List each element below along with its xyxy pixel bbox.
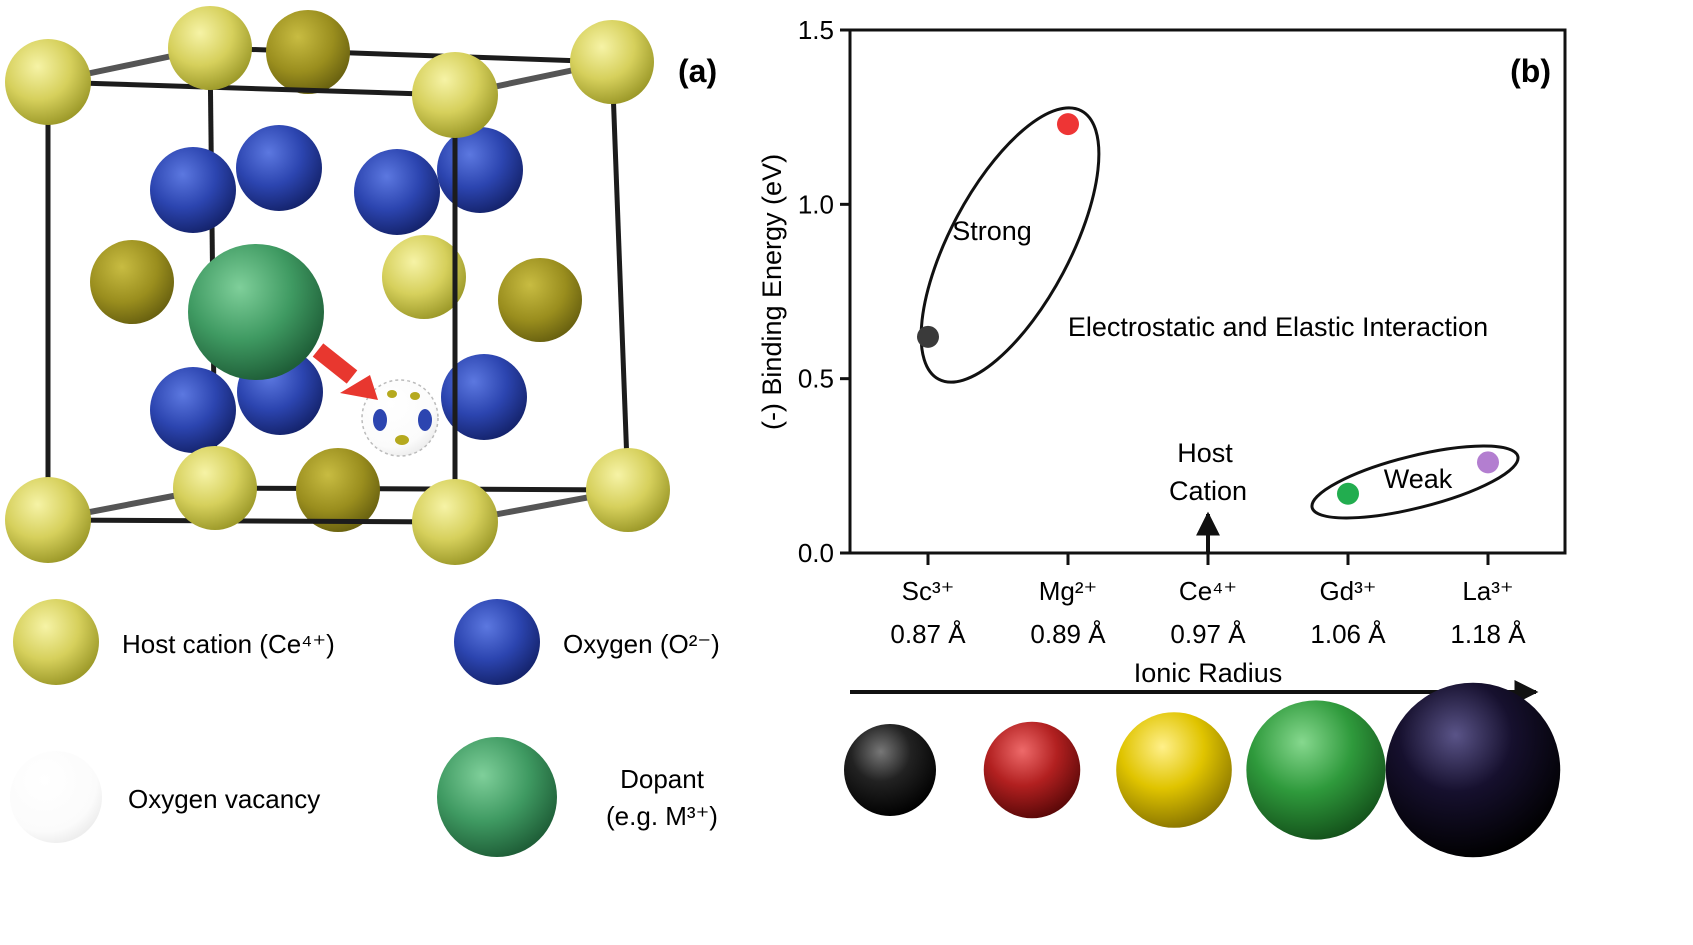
- data-point: [1337, 482, 1359, 505]
- y-tick-label: 0.0: [798, 538, 834, 568]
- host-cation-atom: [173, 446, 257, 530]
- legend-dopant-label-line1: Dopant: [620, 764, 705, 794]
- host-cation-atom: [412, 52, 498, 138]
- legend-dopant-label-line2: (e.g. M³⁺): [606, 801, 718, 831]
- ion-size-sphere: [1385, 682, 1561, 858]
- strong-annotation: Strong: [952, 216, 1032, 246]
- x-tick-radius-label: 1.06 Å: [1310, 619, 1386, 649]
- panel-a-crystal: [5, 6, 670, 565]
- x-tick-radius-label: 1.18 Å: [1450, 619, 1526, 649]
- panel-b-label: (b): [1510, 53, 1551, 89]
- data-point: [917, 325, 939, 348]
- migration-arrow: [312, 343, 378, 400]
- y-tick-label: 0.5: [798, 364, 834, 394]
- legend-vacancy-swatch: [10, 751, 102, 843]
- x-tick-ion-label: Ce⁴⁺: [1179, 576, 1237, 606]
- dopant-atom: [188, 244, 324, 380]
- x-tick-ion-label: Sc³⁺: [902, 576, 955, 606]
- legend-vacancy-label: Oxygen vacancy: [128, 784, 320, 814]
- weak-annotation: Weak: [1384, 464, 1453, 494]
- weak-group-ellipse: [1310, 444, 1520, 520]
- legend-host-cation-swatch: [13, 599, 99, 685]
- x-tick-ion-label: La³⁺: [1462, 576, 1513, 606]
- ion-size-sphere: [844, 724, 936, 816]
- y-axis: 0.0 0.5 1.0 1.5: [798, 15, 850, 568]
- x-tick-ion-label: Gd³⁺: [1319, 576, 1376, 606]
- host-cation-atom: [382, 235, 466, 319]
- x-axis-label: Ionic Radius: [1134, 658, 1283, 688]
- oxygen-atom: [236, 125, 322, 211]
- interaction-annotation: Electrostatic and Elastic Interaction: [1068, 312, 1488, 342]
- x-tick-ion-label: Mg²⁺: [1039, 576, 1098, 606]
- oxygen-atom: [150, 147, 236, 233]
- oxygen-atom: [441, 354, 527, 440]
- legend-oxygen-label: Oxygen (O²⁻): [563, 629, 720, 659]
- y-tick-label: 1.5: [798, 15, 834, 45]
- host-cation-atom: [296, 448, 380, 532]
- host-cation-atom: [498, 258, 582, 342]
- host-cation-atom: [570, 20, 654, 104]
- data-point: [1477, 451, 1499, 474]
- plot-frame: [848, 28, 1567, 555]
- ion-size-spheres: [844, 682, 1561, 858]
- y-tick-label: 1.0: [798, 189, 834, 219]
- host-cation-atom: [412, 479, 498, 565]
- host-cation-annotation-line2: Cation: [1169, 476, 1247, 506]
- legend-host-cation-label: Host cation (Ce⁴⁺): [122, 629, 335, 659]
- panel-a-legend: Host cation (Ce⁴⁺) Oxygen (O²⁻) Oxygen v…: [10, 599, 720, 857]
- x-tick-radius-label: 0.97 Å: [1170, 619, 1246, 649]
- panel-b-chart: (b) 0.0 0.5 1.0 1.5 Sc³⁺ 0.87 Å Mg²⁺ 0.89 Å Ce⁴…: [757, 15, 1567, 858]
- oxygen-atom: [354, 149, 440, 235]
- ion-size-sphere: [983, 721, 1081, 819]
- ion-size-sphere: [1116, 712, 1232, 828]
- host-cation-atom: [5, 39, 91, 125]
- x-tick-radius-label: 0.87 Å: [890, 619, 966, 649]
- panel-a-label: (a): [678, 53, 717, 89]
- oxygen-atom: [437, 127, 523, 213]
- host-cation-annotation-line1: Host: [1177, 438, 1233, 468]
- host-cation-atom: [266, 10, 350, 94]
- host-cation-atom: [168, 6, 252, 90]
- data-point: [1057, 113, 1079, 136]
- y-axis-label: (-) Binding Energy (eV): [757, 154, 787, 430]
- oxygen-vacancy-site: [361, 379, 439, 457]
- strong-group-ellipse: [919, 106, 1101, 384]
- host-cation-atom: [90, 240, 174, 324]
- x-tick-radius-label: 0.89 Å: [1030, 619, 1106, 649]
- oxygen-atom: [150, 367, 236, 453]
- host-cation-atom: [586, 448, 670, 532]
- data-points: [917, 113, 1499, 505]
- x-axis: Sc³⁺ 0.87 Å Mg²⁺ 0.89 Å Ce⁴⁺ 0.97 Å Gd³⁺ 1.06 Å…: [890, 553, 1526, 649]
- legend-dopant-swatch: [437, 737, 557, 857]
- host-cation-atom: [5, 477, 91, 563]
- ion-size-sphere: [1246, 700, 1386, 840]
- legend-oxygen-swatch: [454, 599, 540, 685]
- cell-frame-front: [45, 79, 458, 525]
